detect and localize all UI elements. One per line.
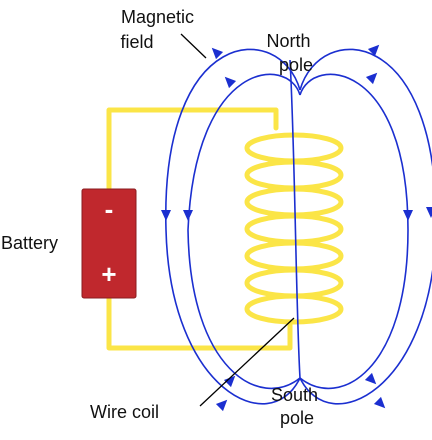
coil-loop — [244, 213, 344, 245]
north-pole-label-line2: pole — [279, 55, 313, 75]
magnetic-field-label-line2: field — [120, 32, 153, 52]
battery-negative-sign: - — [105, 194, 114, 224]
field-arrowhead — [224, 76, 237, 89]
field-arrowhead — [426, 207, 432, 218]
field-arrowhead — [215, 399, 228, 412]
battery: - + — [81, 188, 137, 299]
magnetic-field-label: Magnetic field — [120, 7, 199, 52]
battery-label: Battery — [1, 233, 58, 253]
wire-coil-leader — [199, 317, 295, 407]
field-arrowhead — [211, 47, 224, 60]
magnetic-field-leader — [180, 33, 207, 59]
magnetic-field-label-line1: Magnetic — [121, 7, 194, 27]
field-arrowhead — [367, 44, 380, 57]
field-arrowhead — [161, 210, 171, 221]
field-arrowhead — [364, 372, 377, 385]
field-arrowhead — [183, 210, 193, 221]
field-arrowhead — [403, 210, 413, 221]
wire-top — [106, 107, 279, 191]
field-line — [299, 73, 409, 390]
field-line — [165, 48, 301, 405]
field-line — [299, 48, 432, 405]
magnetic-field-lines — [165, 48, 432, 405]
coil-loop — [244, 267, 344, 299]
battery-body — [81, 188, 137, 299]
circuit-wire — [106, 107, 293, 351]
north-pole-label: North pole — [266, 31, 315, 75]
wire-bottom — [106, 289, 293, 351]
field-arrowhead — [365, 72, 378, 85]
south-pole-label-line2: pole — [280, 408, 314, 428]
battery-positive-sign: + — [101, 259, 116, 289]
coil-loop — [244, 240, 344, 272]
field-arrows — [161, 44, 432, 412]
wire-coil-label: Wire coil — [90, 402, 159, 422]
leader-lines — [180, 33, 295, 407]
coil-loop — [244, 293, 344, 325]
field-arrowhead — [223, 375, 236, 388]
labels: Magnetic field North pole Battery South … — [1, 7, 323, 428]
south-pole-label: South pole — [271, 385, 323, 428]
field-arrowhead — [373, 396, 386, 409]
north-pole-label-line1: North — [266, 31, 310, 51]
field-line — [289, 59, 301, 379]
south-pole-label-line1: South — [271, 385, 318, 405]
wire-coil — [244, 132, 344, 325]
field-line — [187, 73, 301, 390]
